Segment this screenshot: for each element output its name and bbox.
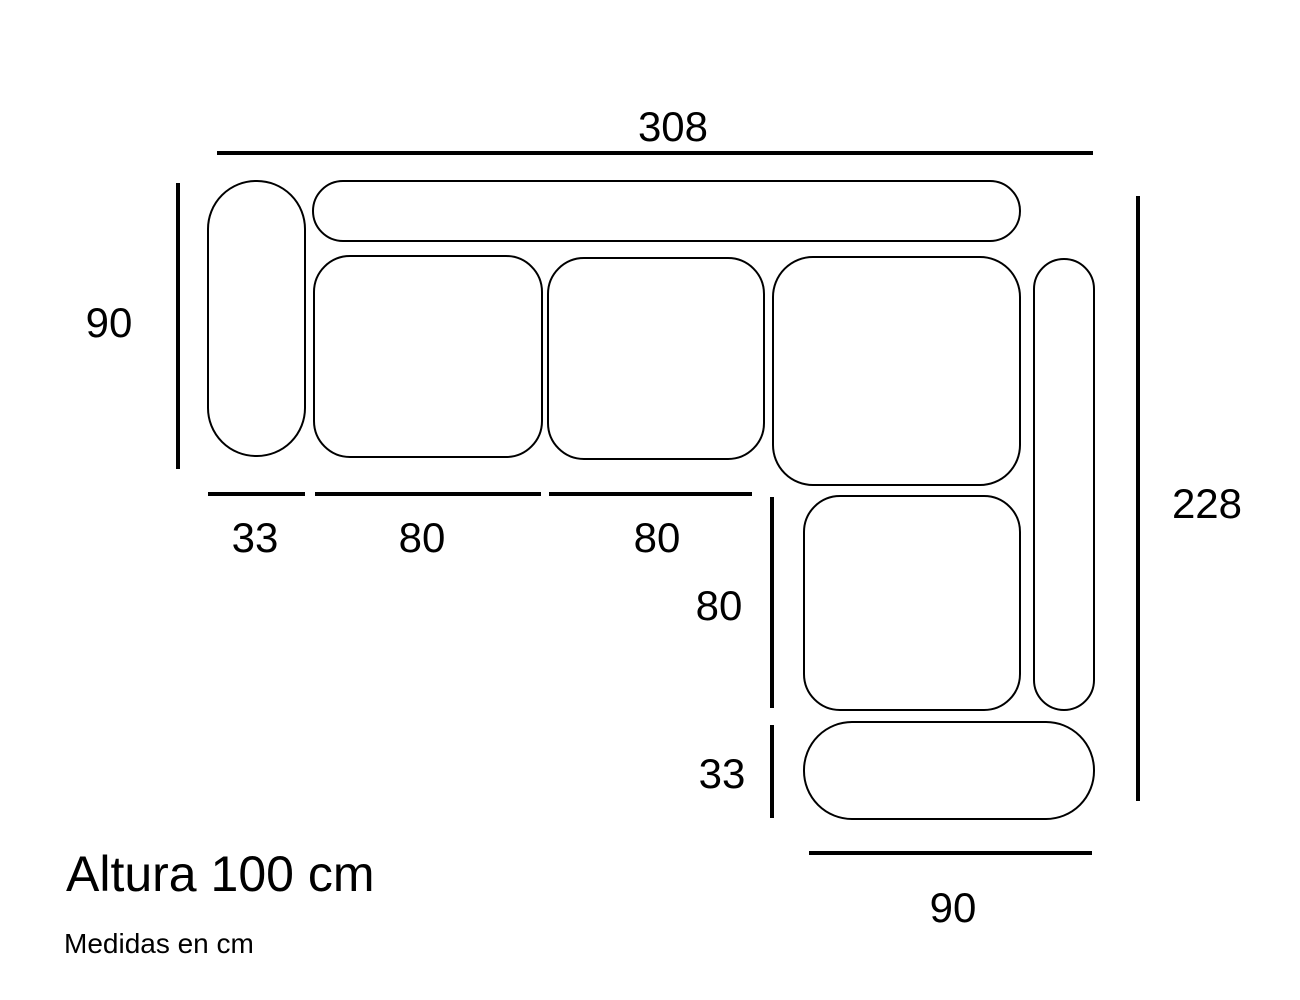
units-note: Medidas en cm — [64, 928, 254, 959]
label-seat-2: 80 — [634, 514, 681, 561]
label-armrest-bottom: 33 — [699, 750, 746, 797]
label-armrest-left: 33 — [232, 514, 279, 561]
backrest — [312, 180, 1021, 242]
chaise-seat-cushion — [803, 495, 1021, 711]
label-chaise-width: 90 — [930, 884, 977, 931]
label-seat-1: 80 — [399, 514, 446, 561]
label-chaise-seat: 80 — [696, 582, 743, 629]
height-note: Altura 100 cm — [66, 846, 375, 902]
label-depth-left: 90 — [86, 299, 133, 346]
seat-cushion-1 — [313, 255, 543, 458]
chaise-backrest — [1033, 258, 1095, 711]
seat-cushion-2 — [547, 257, 765, 460]
bottom-armrest — [803, 721, 1095, 820]
corner-seat-cushion — [772, 256, 1021, 486]
left-armrest — [207, 180, 306, 457]
label-total-length: 228 — [1172, 480, 1242, 527]
label-total-width: 308 — [638, 103, 708, 150]
